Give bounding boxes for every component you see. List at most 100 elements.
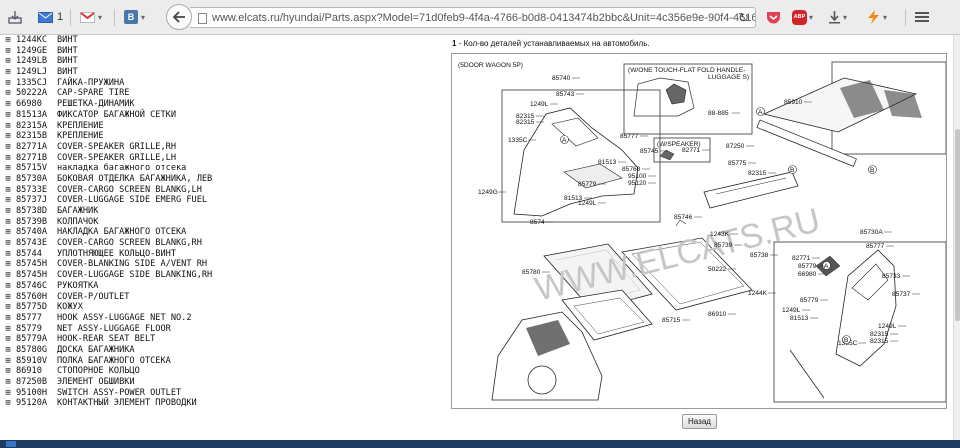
callout-label[interactable]: 85779: [578, 181, 597, 188]
part-code[interactable]: 85738D: [16, 206, 48, 216]
part-name[interactable]: COVER-LUGGAGE SIDE EMERG FUEL: [57, 195, 208, 206]
part-name[interactable]: COVER-CARGO SCREEN BLANKG,RH: [57, 238, 202, 249]
part-code[interactable]: 85715V: [16, 163, 48, 174]
part-name[interactable]: ВИНТ: [57, 67, 78, 78]
callout-label[interactable]: A: [824, 263, 829, 270]
part-code[interactable]: 50222A: [16, 88, 48, 99]
expand-icon[interactable]: ⊞: [5, 173, 11, 184]
callout-label[interactable]: B: [790, 167, 795, 174]
part-name[interactable]: ЭЛЕМЕНТ ОБШИВКИ: [57, 377, 135, 387]
callout-label[interactable]: 1243K: [710, 231, 730, 238]
callout-label[interactable]: 85740: [552, 75, 571, 82]
part-name[interactable]: ДОСКА БАГАЖНИКА: [57, 344, 135, 355]
callout-label[interactable]: 81513: [564, 195, 583, 202]
expand-icon[interactable]: ⊞: [5, 312, 11, 323]
expand-icon[interactable]: ⊞: [5, 355, 11, 366]
expand-icon[interactable]: ⊞: [5, 195, 11, 206]
part-code[interactable]: 82315B: [16, 131, 48, 142]
adblock-icon[interactable]: ABP ▾: [792, 7, 813, 27]
expand-icon[interactable]: ⊞: [5, 238, 11, 249]
expand-icon[interactable]: ⊞: [5, 334, 11, 345]
callout-label[interactable]: 85745: [640, 148, 659, 155]
part-name[interactable]: ВИНТ: [57, 45, 78, 56]
part-name[interactable]: КРЕПЛЕНИЕ: [57, 131, 104, 142]
part-code[interactable]: 85779: [16, 323, 42, 334]
callout-label[interactable]: 66980: [798, 271, 817, 278]
part-name[interactable]: CAP-SPARE TIRE: [57, 88, 130, 99]
callout-label[interactable]: 85779: [798, 263, 817, 270]
part-code[interactable]: 82771A: [16, 141, 48, 152]
callout-label[interactable]: 85738: [750, 252, 769, 259]
callout-label[interactable]: 82771: [792, 255, 811, 262]
back-button[interactable]: Назад: [682, 414, 717, 429]
gmail-icon[interactable]: ▾: [80, 7, 102, 27]
adblock-dropdown-icon[interactable]: ▾: [809, 12, 814, 22]
expand-icon[interactable]: ⊞: [5, 377, 11, 387]
callout-label[interactable]: 88-885: [708, 110, 729, 117]
expand-icon[interactable]: ⊞: [5, 141, 11, 152]
part-code[interactable]: 85740A: [16, 227, 48, 238]
reload-icon[interactable]: ↻: [738, 10, 749, 25]
part-code[interactable]: 85743E: [16, 238, 48, 249]
callout-label[interactable]: 1244K: [748, 290, 768, 297]
page-scrollbar[interactable]: [953, 35, 960, 440]
part-name[interactable]: БОКОВАЯ ОТДЕЛКА БАГАЖНИКА, ЛЕВ: [57, 173, 213, 184]
callout-label[interactable]: 85739: [714, 242, 733, 249]
callout-label[interactable]: 81513: [598, 159, 617, 166]
expand-icon[interactable]: ⊞: [5, 280, 11, 291]
callout-label[interactable]: 81513: [790, 315, 809, 322]
part-name[interactable]: НАКЛАДКА БАГАЖНОГО ОТСЕКА: [57, 227, 187, 238]
part-code[interactable]: 1244KC: [16, 35, 48, 45]
part-name[interactable]: ФИКСАТОР БАГАЖНОЙ СЕТКИ: [57, 109, 176, 120]
expand-icon[interactable]: ⊞: [5, 206, 11, 216]
part-name[interactable]: COVER-SPEAKER GRILLE,RH: [57, 141, 176, 152]
part-name[interactable]: COVER-BLANKING SIDE A/VENT RH: [57, 259, 208, 270]
vk-icon[interactable]: B ▾: [124, 7, 145, 27]
callout-label[interactable]: 95120: [628, 180, 647, 187]
expand-icon[interactable]: ⊞: [5, 184, 11, 195]
mail-icon[interactable]: 1: [38, 7, 63, 27]
expand-icon[interactable]: ⊞: [5, 387, 11, 398]
part-name[interactable]: COVER-SPEAKER GRILLE,LH: [57, 152, 176, 163]
expand-icon[interactable]: ⊞: [5, 163, 11, 174]
part-name[interactable]: NET ASSY-LUGGAGE FLOOR: [57, 323, 171, 334]
callout-label[interactable]: 1249G: [478, 189, 498, 196]
callout-label[interactable]: 1335C: [508, 137, 528, 144]
callout-label[interactable]: B: [870, 167, 875, 174]
download-icon[interactable]: ▾: [828, 7, 847, 27]
part-name[interactable]: ВИНТ: [57, 56, 78, 67]
expand-icon[interactable]: ⊞: [5, 88, 11, 99]
parts-list-item[interactable]: ⊞ 50222A CAP-SPARE TIRE: [0, 88, 440, 99]
part-name[interactable]: УПЛОТНЯЮЩЕЕ КОЛЬЦО-ВИНТ: [57, 248, 176, 259]
callout-label[interactable]: 82771: [682, 147, 701, 154]
callout-label[interactable]: 85743: [556, 91, 575, 98]
callout-label[interactable]: 85780: [522, 269, 541, 276]
callout-label[interactable]: 85777: [620, 133, 639, 140]
part-name[interactable]: COVER-P/OUTLET: [57, 291, 130, 302]
flash-dropdown-icon[interactable]: ▾: [883, 12, 888, 22]
expand-icon[interactable]: ⊞: [5, 35, 11, 45]
part-name[interactable]: SWITCH ASSY-POWER OUTLET: [57, 387, 182, 398]
part-code[interactable]: 85780G: [16, 344, 48, 355]
callout-label[interactable]: 82315: [516, 113, 535, 120]
expand-icon[interactable]: ⊞: [5, 67, 11, 78]
callout-label[interactable]: 1249L: [578, 200, 597, 207]
part-name[interactable]: HOOK ASSY-LUGGAGE NET NO.2: [57, 312, 192, 323]
callout-label[interactable]: A: [562, 137, 567, 144]
part-code[interactable]: 85745H: [16, 259, 48, 270]
pocket-icon[interactable]: [766, 7, 781, 27]
part-code[interactable]: 85760H: [16, 291, 48, 302]
part-name[interactable]: СТОПОРНОЕ КОЛЬЦО: [57, 366, 140, 377]
download-dropdown-icon[interactable]: ▾: [843, 12, 848, 22]
